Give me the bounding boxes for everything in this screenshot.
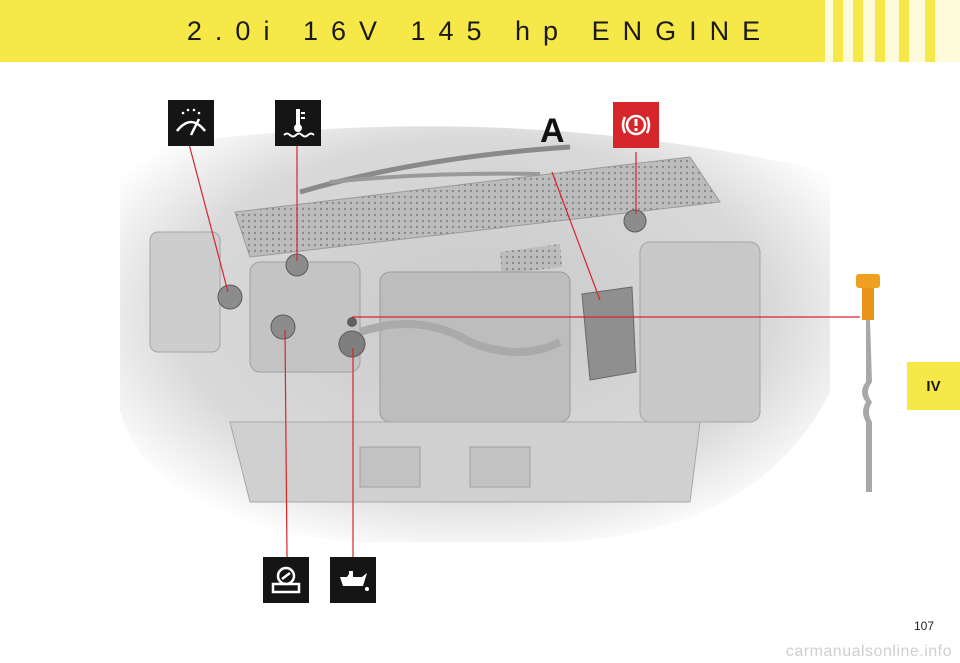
header-stripes xyxy=(825,0,960,62)
component-a-label: A xyxy=(540,112,565,150)
engine-oil-icon xyxy=(330,557,376,603)
watermark: carmanualsonline.info xyxy=(785,643,952,660)
coolant-temperature-icon xyxy=(275,100,321,146)
page-number: 107 xyxy=(913,619,934,633)
header-bar: 2.0i 16V 145 hp ENGINE xyxy=(0,0,960,62)
oil-dipstick xyxy=(856,274,880,492)
brake-fluid-icon xyxy=(613,102,659,148)
engine-bay-illustration xyxy=(120,126,880,558)
power-steering-fluid-icon xyxy=(263,557,309,603)
page-title: 2.0i 16V 145 hp ENGINE xyxy=(186,16,774,46)
windscreen-washer-icon xyxy=(168,100,214,146)
section-tab[interactable]: IV xyxy=(907,362,960,410)
